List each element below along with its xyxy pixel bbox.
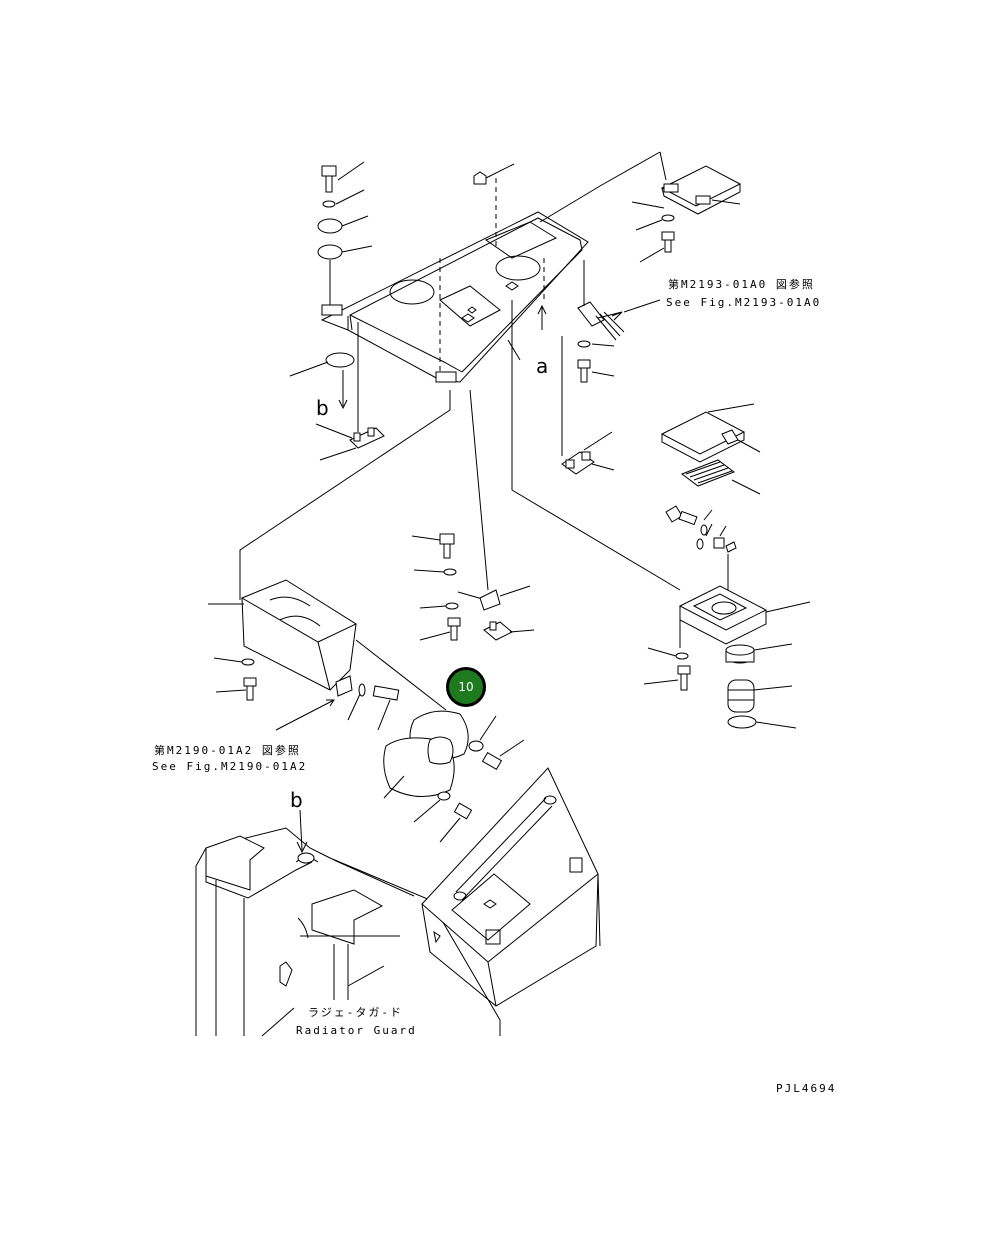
- callout-number: 10: [458, 680, 474, 694]
- top-left-hardware: [289, 161, 373, 410]
- drawing-code: PJL4694: [776, 1082, 837, 1095]
- label-b-upper: b: [316, 396, 329, 420]
- reference-left-jp: 第M2190-01A2 図参照: [154, 744, 301, 757]
- bracket-plate: [421, 767, 601, 1007]
- right-bolt-group: [665, 505, 737, 600]
- right-cover-filter: [660, 403, 761, 495]
- right-clip: [561, 336, 615, 475]
- upper-frame: [320, 178, 589, 383]
- center-gasket: [383, 710, 525, 843]
- reference-top-jp: 第M2193-01A0 図参照: [668, 278, 815, 291]
- guide-lines: [239, 300, 681, 600]
- label-b-lower: b: [290, 788, 303, 812]
- reference-left-en: See Fig.M2190-01A2: [152, 760, 308, 773]
- center-brackets: [411, 533, 535, 641]
- radiator-guard-jp: ラジェ-タガ-ド: [308, 1006, 404, 1019]
- right-box: [643, 585, 811, 691]
- right-hose-parts: [725, 643, 797, 729]
- part-callout-10[interactable]: 10: [446, 667, 486, 707]
- top-center-bolt: [473, 163, 547, 361]
- label-a: a: [536, 354, 549, 378]
- left-duct: [208, 579, 447, 731]
- top-right-cover: [539, 151, 742, 263]
- right-hose-clip: [577, 260, 661, 383]
- clamp-b: [315, 322, 385, 461]
- radiator-guard: [195, 809, 501, 1037]
- radiator-guard-en: Radiator Guard: [296, 1024, 417, 1037]
- reference-top-en: See Fig.M2193-01A0: [666, 296, 822, 309]
